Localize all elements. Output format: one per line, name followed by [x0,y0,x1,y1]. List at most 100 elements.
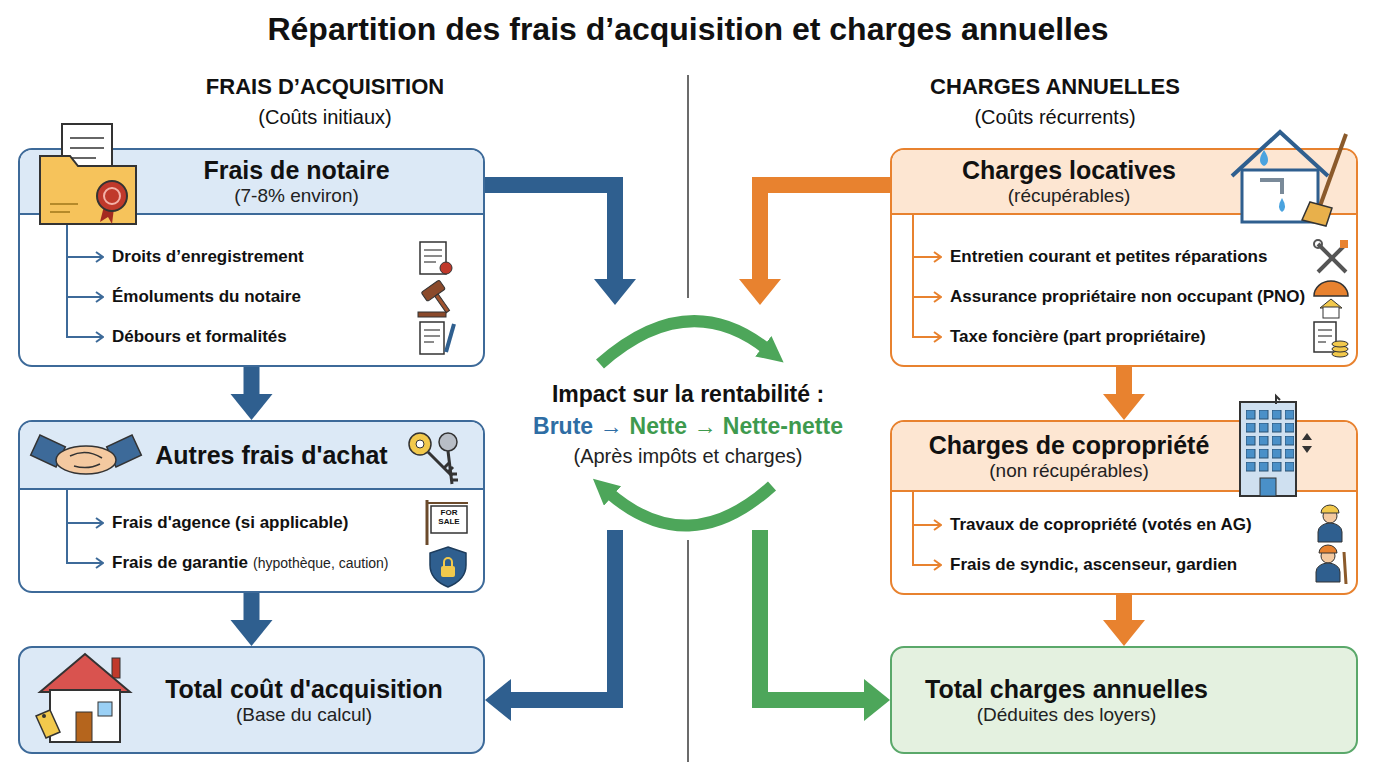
flow-arrow [1103,367,1145,420]
list-arrow [66,330,104,344]
arrow-head [231,620,273,646]
label-holder: FOR SALE [433,509,465,527]
arrow-head [864,679,890,721]
label-holder: FRAIS D’ACQUISITION [105,74,545,100]
flow-arrow [485,185,636,305]
document-pen-icon [420,322,454,354]
keys-icon [409,433,458,484]
for-sale-sign-icon [427,500,468,545]
list-item: Frais de garantie [112,553,248,573]
box-header: Autres frais d'achat [20,422,483,490]
list-item: Droits d’enregistrement [112,247,304,267]
house-price-tag-icon [36,654,130,742]
impact-note: (Après impôts et charges) [574,444,803,468]
list-row: Débours et formalités [20,317,475,357]
list-arrow [66,290,104,304]
arrow-head [594,279,636,305]
caretaker-icon [1316,545,1346,584]
worker-icon [1318,505,1342,542]
acquisition-total-box: Total coût d'acquisition(Base du calcul) [18,646,485,754]
building-icon [1240,396,1312,496]
list-item: Taxe foncière (part propriétaire) [950,327,1206,347]
center-line: Impact sur la rentabilité : [552,381,824,409]
box-heading: Charges locatives [962,155,1176,185]
list-arrow [66,250,104,264]
list-rail [912,215,914,337]
list-arrow [912,330,942,344]
arrow-shaft [244,367,260,396]
list-row: Taxe foncière (part propriétaire) [892,317,1348,357]
flow-arrow [1103,595,1145,646]
flow-arrow [739,185,890,305]
sign-text: FOR SALE [433,509,465,527]
flow-arrow [231,367,273,420]
profitability-note: Impact sur la rentabilité : Brute → Nette … [500,305,876,530]
list-item: Travaux de copropriété (votés en AG) [950,515,1252,535]
arrow-head [1103,620,1145,646]
total-subheading: (Déduites des loyers) [977,704,1157,727]
box-body: Entretien courant et petites réparations… [892,215,1356,365]
flow-arrow [760,530,890,721]
arrow-head [739,279,781,305]
label-holder: (Coûts initiaux) [105,105,545,129]
item-note: (hypothèque, caution) [253,555,388,572]
arrow-shaft [485,185,615,281]
column-divider [687,75,689,762]
list-row: Assurance propriétaire non occupant (PNO… [892,277,1348,317]
total-subheading: (Base du calcul) [236,704,372,727]
center-line: Brute → Nette → Nette-nette [533,413,843,441]
column-subheading: (Coûts initiaux) [105,105,545,129]
list-item: Émoluments du notaire [112,287,301,307]
flow-arrow [485,530,615,721]
list-item: Assurance propriétaire non occupant (PNO… [950,287,1305,307]
yield-step: Nette → Nette-nette [630,413,843,441]
arrow-shaft [1116,595,1132,622]
diagram-title: Répartition des frais d’acquisition et c… [267,11,1108,47]
condo-charges-box: Charges de copropriété(non récupérables)… [890,420,1358,595]
impact-heading: Impact sur la rentabilité : [552,381,824,409]
arrow-shaft [760,185,890,281]
column-subheading: (Coûts récurrents) [835,105,1275,129]
box-body: Frais d'agence (si applicable) Frais de g… [20,490,483,591]
box-heading: Charges de copropriété [929,430,1210,460]
list-rail [66,215,68,337]
purchase-costs-box: Autres frais d'achatFrais d'agence (si a… [18,420,485,593]
list-rail [912,492,914,565]
list-item: Frais de syndic, ascenseur, gardien [950,555,1237,575]
box-heading: Autres frais d'achat [155,440,387,470]
list-row: Entretien courant et petites réparations [892,237,1348,277]
arrow-head [231,394,273,420]
box-subheading: (non récupérables) [989,460,1148,483]
list-row: Droits d’enregistrement [20,237,475,277]
list-rail [66,490,68,563]
label-holder: (Coûts récurrents) [835,105,1275,129]
box-body: Droits d’enregistrementÉmoluments du not… [20,215,483,365]
arrow-shaft [1116,367,1132,396]
arrow-shaft [509,530,615,700]
list-arrow [912,558,942,572]
cycle-arrows [600,321,772,525]
yield-step: Brute → [533,413,622,441]
arrow-shaft [760,530,866,700]
arrow-shaft [244,593,260,622]
box-header: Charges locatives(récupérables) [892,150,1356,215]
house-cleaning-icon [1232,132,1346,226]
column-heading: FRAIS D’ACQUISITION [105,74,545,100]
box-heading: Frais de notaire [203,155,389,185]
list-item: Frais d'agence (si applicable) [112,513,348,533]
flow-arrow [231,593,273,646]
tax-document-icon [420,242,452,274]
list-row: Frais de garantie (hypothèque, caution) [20,543,475,583]
handshake-icon [31,435,142,474]
title-holder: Répartition des frais d’acquisition et c… [0,10,1376,48]
list-item: Entretien courant et petites réparations [950,247,1267,267]
insurance-umbrella-icon [1314,281,1348,318]
box-body: Travaux de copropriété (votés en AG) Frai… [892,492,1356,593]
list-arrow [66,516,104,530]
column-heading: CHARGES ANNUELLES [835,74,1275,100]
list-row: Travaux de copropriété (votés en AG) [892,505,1348,545]
label-holder: CHARGES ANNUELLES [835,74,1275,100]
box-subheading: (récupérables) [1008,185,1131,208]
list-row: Émoluments du notaire [20,277,475,317]
